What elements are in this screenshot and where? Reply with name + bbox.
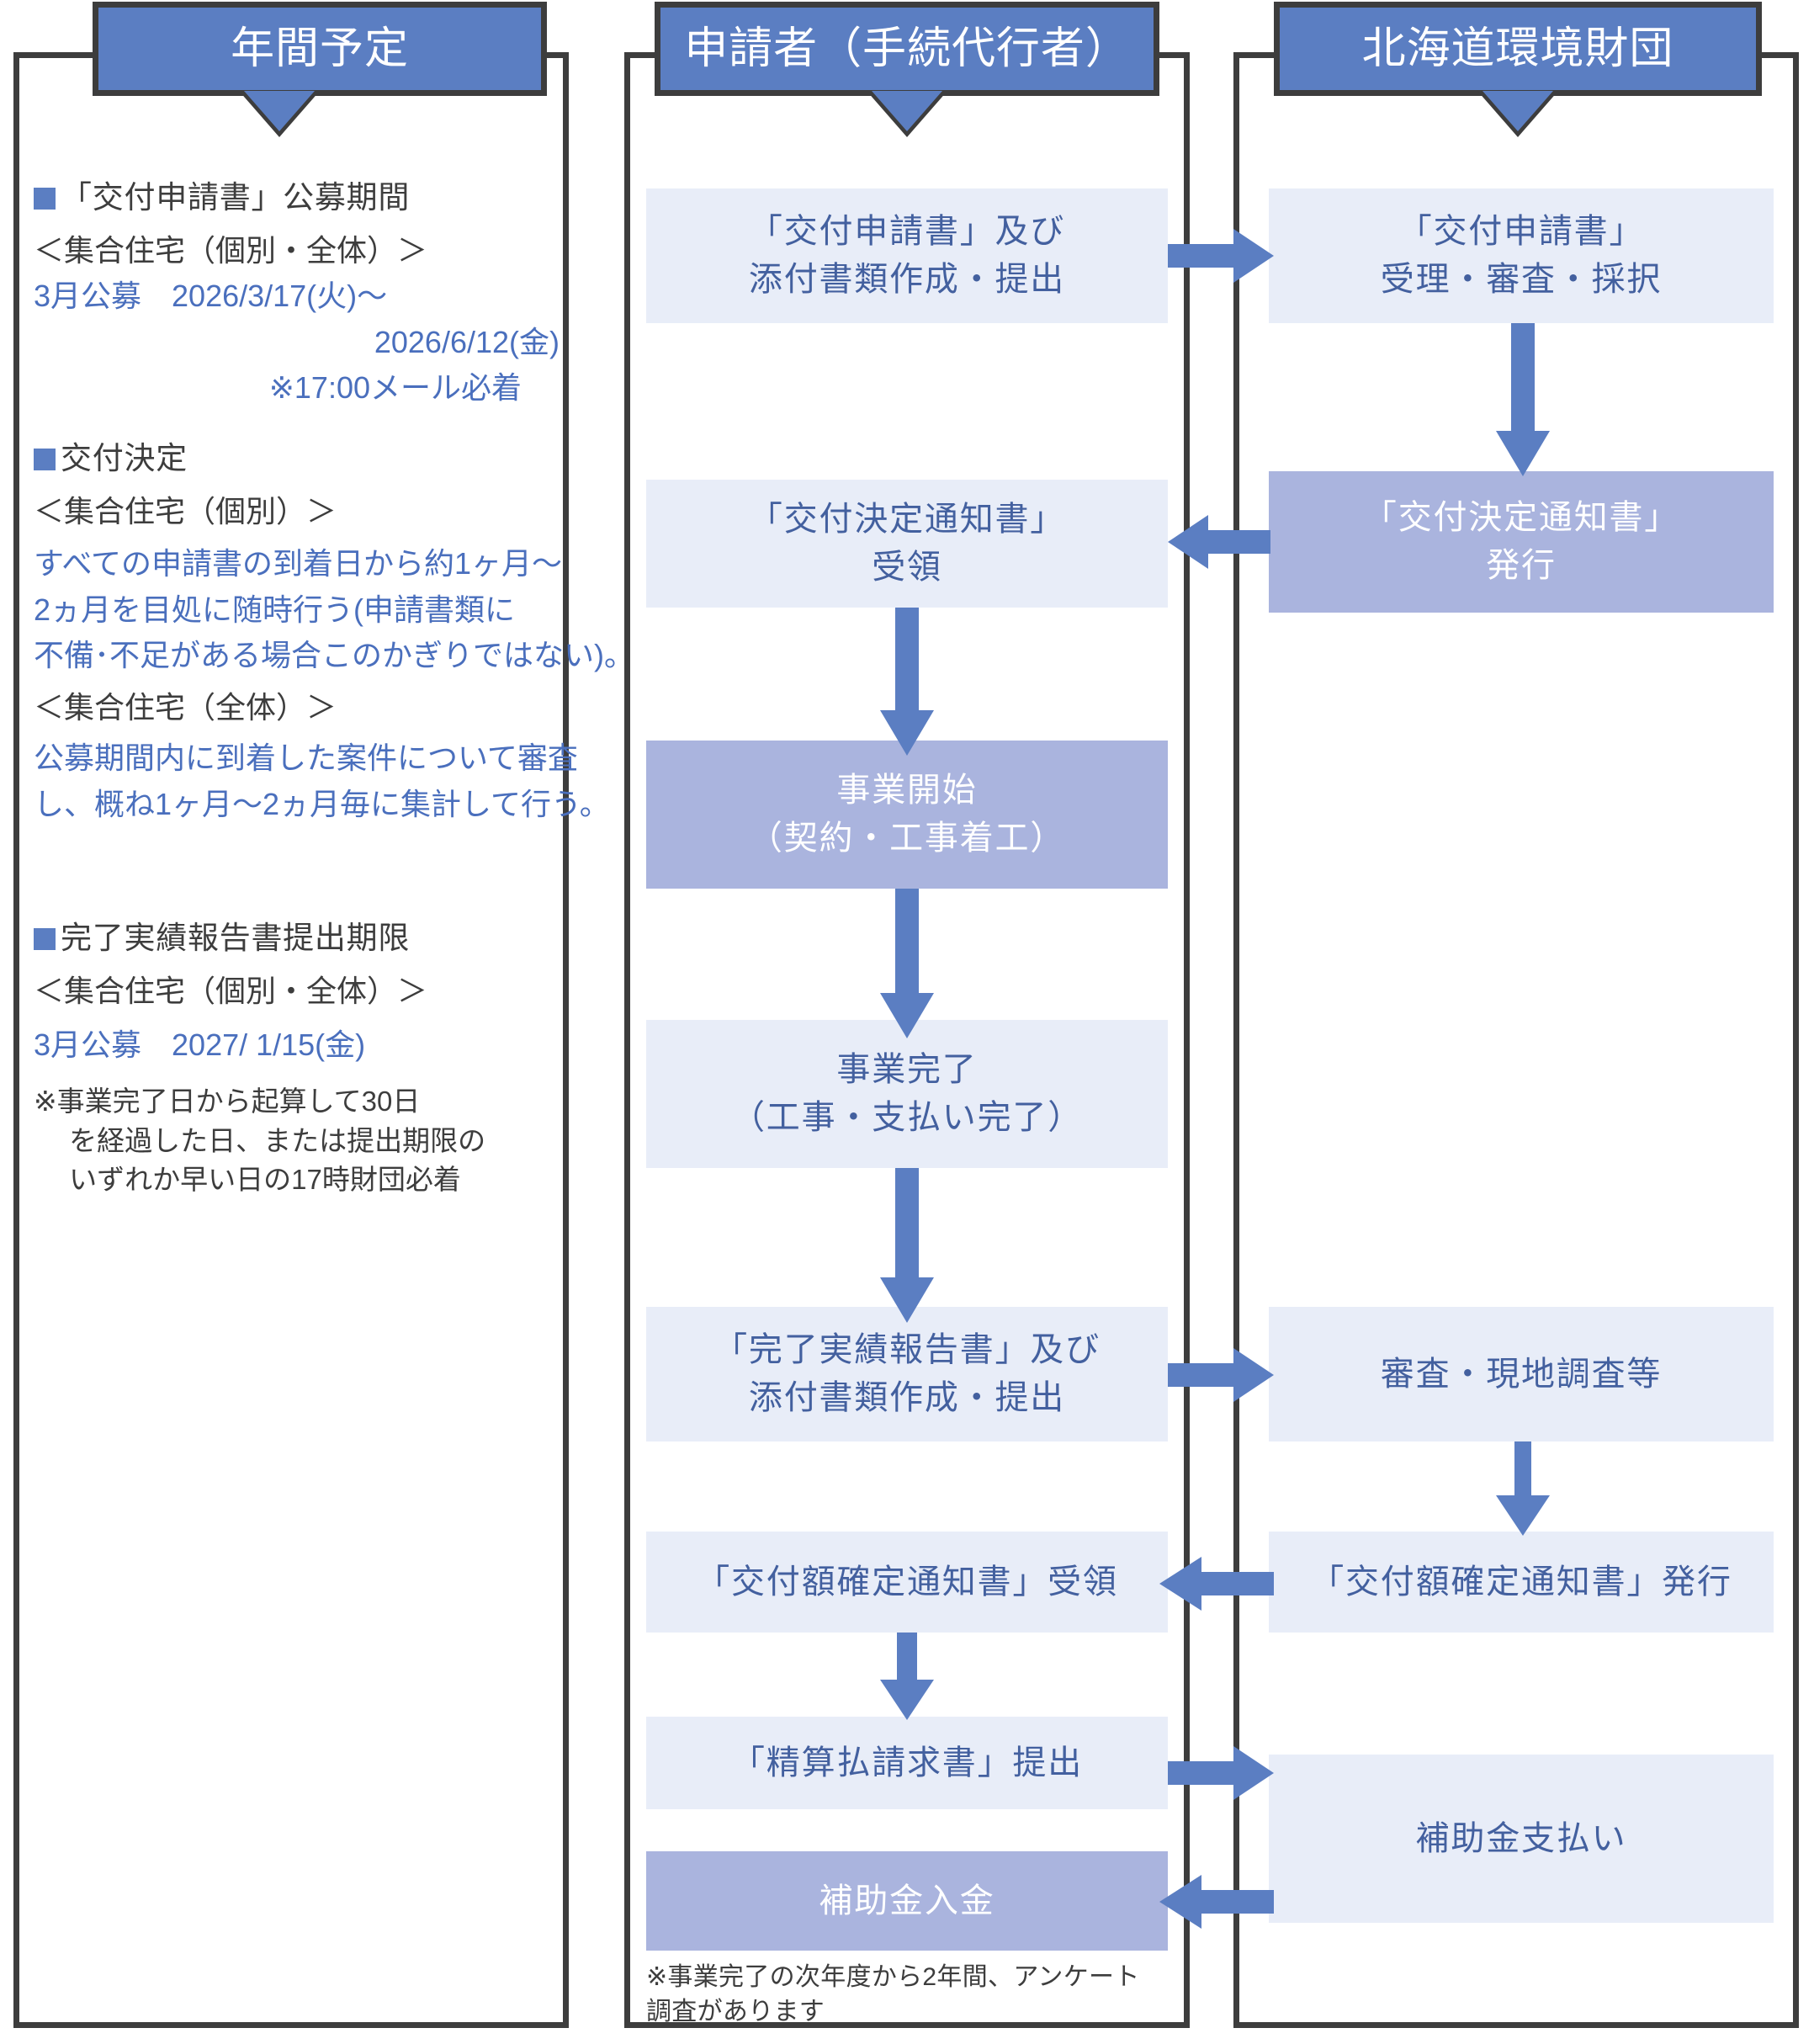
applicant-step-project-complete-label: 事業完了 （工事・支払い完了） bbox=[731, 1051, 1083, 1136]
bullet-square-icon bbox=[34, 449, 56, 470]
arrow-application-to-foundation bbox=[1168, 229, 1274, 283]
foundation-step-site-inspection[interactable]: 審査・現地調査等 bbox=[1269, 1307, 1774, 1441]
foundation-step-issue-decision[interactable]: 「交付決定通知書」 発行 bbox=[1269, 471, 1774, 613]
applicant-step-subsidy-received[interactable]: 補助金入金 bbox=[646, 1851, 1168, 1951]
schedule-section-3-heading: 完了実績報告書提出期限 bbox=[34, 917, 485, 959]
applicant-step-receive-amount-notice[interactable]: 「交付額確定通知書」受領 bbox=[646, 1532, 1168, 1633]
schedule-section-1-line-1: 3月公募 2026/3/17(火)～ bbox=[34, 279, 388, 314]
schedule-section-2-subheading: ＜集合住宅（個別）＞ bbox=[34, 493, 337, 528]
applicant-step-application-label: 「交付申請書」及び 添付書類作成・提出 bbox=[748, 213, 1066, 298]
applicant-step-receive-decision-label: 「交付決定通知書」 受領 bbox=[748, 501, 1066, 586]
applicant-step-receive-amount-notice-label: 「交付額確定通知書」受領 bbox=[696, 1563, 1118, 1601]
bullet-square-icon bbox=[34, 188, 56, 210]
schedule-section-1-subheading: ＜集合住宅（個別・全体）＞ bbox=[34, 232, 428, 268]
foundation-step-receive-review[interactable]: 「交付申請書」 受理・審査・採択 bbox=[1269, 188, 1774, 323]
schedule-section-2-heading: 交付決定 bbox=[34, 438, 634, 480]
schedule-section-2: 交付決定 ＜集合住宅（個別）＞ すべての申請書の到着日から約1ヶ月～ 2ヵ月を目… bbox=[34, 438, 634, 828]
applicant-step-completion-report-label: 「完了実績報告書」及び 添付書類作成・提出 bbox=[713, 1331, 1101, 1416]
column-header-schedule: 年間予定 bbox=[93, 2, 547, 96]
foundation-step-site-inspection-label: 審査・現地調査等 bbox=[1380, 1355, 1663, 1393]
foundation-step-issue-amount-notice[interactable]: 「交付額確定通知書」発行 bbox=[1269, 1532, 1774, 1633]
arrow-subsidy-payment-to-received bbox=[1159, 1875, 1274, 1929]
schedule-section-2-subheading-2: ＜集合住宅（全体）＞ bbox=[34, 690, 337, 725]
schedule-section-3-line-1: 3月公募 2027/ 1/15(金) bbox=[34, 1027, 366, 1063]
schedule-section-2-line-4: 公募期間内に到着した案件について審査 bbox=[34, 741, 578, 776]
applicant-step-payment-request[interactable]: 「精算払請求書」提出 bbox=[646, 1717, 1168, 1809]
schedule-notch bbox=[244, 91, 315, 131]
column-header-foundation: 北海道環境財団 bbox=[1274, 2, 1762, 96]
applicant-step-project-start[interactable]: 事業開始 （契約・工事着工） bbox=[646, 741, 1168, 889]
applicant-footnote: ※事業完了の次年度から2年間、アンケート 調査があります bbox=[646, 1963, 1140, 2025]
column-header-foundation-label: 北海道環境財団 bbox=[1361, 24, 1674, 73]
foundation-notch bbox=[1482, 91, 1553, 131]
schedule-section-2-line-3: 不備･不足がある場合このかぎりではない)。 bbox=[34, 638, 634, 673]
applicant-notch bbox=[872, 91, 942, 131]
applicant-step-subsidy-received-label: 補助金入金 bbox=[819, 1882, 995, 1919]
applicant-step-receive-decision[interactable]: 「交付決定通知書」 受領 bbox=[646, 480, 1168, 608]
schedule-section-2-line-5: し、概ね1ヶ月～2ヵ月毎に集計して行う。 bbox=[34, 787, 610, 822]
applicant-step-application[interactable]: 「交付申請書」及び 添付書類作成・提出 bbox=[646, 188, 1168, 323]
arrow-foundation-review-to-issue bbox=[1496, 323, 1550, 476]
arrow-amount-notice-to-payment-request bbox=[880, 1633, 934, 1720]
applicant-step-payment-request-label: 「精算払請求書」提出 bbox=[731, 1744, 1083, 1781]
schedule-section-1-line-2: 2026/6/12(金) bbox=[374, 324, 560, 359]
arrow-inspection-to-amount-notice bbox=[1496, 1441, 1550, 1536]
foundation-step-receive-review-label: 「交付申請書」 受理・審査・採択 bbox=[1380, 213, 1663, 298]
schedule-section-3-subheading: ＜集合住宅（個別・全体）＞ bbox=[34, 973, 428, 1008]
bullet-square-icon bbox=[34, 928, 56, 950]
foundation-step-subsidy-payment-label: 補助金支払い bbox=[1415, 1819, 1627, 1857]
arrow-decision-notice-to-applicant bbox=[1168, 515, 1270, 569]
foundation-step-subsidy-payment[interactable]: 補助金支払い bbox=[1269, 1755, 1774, 1923]
schedule-section-1-heading: 「交付申請書」公募期間 bbox=[34, 177, 560, 219]
arrow-payment-request-to-foundation bbox=[1168, 1746, 1274, 1800]
arrow-report-to-inspection bbox=[1168, 1348, 1274, 1402]
schedule-section-2-line-2: 2ヵ月を目処に随時行う(申請書類に bbox=[34, 592, 516, 627]
arrow-start-to-complete bbox=[880, 889, 934, 1038]
schedule-section-3: 完了実績報告書提出期限 ＜集合住宅（個別・全体）＞ 3月公募 2027/ 1/1… bbox=[34, 917, 485, 1200]
applicant-step-project-complete[interactable]: 事業完了 （工事・支払い完了） bbox=[646, 1020, 1168, 1168]
foundation-step-issue-amount-notice-label: 「交付額確定通知書」発行 bbox=[1310, 1563, 1732, 1601]
schedule-section-1: 「交付申請書」公募期間 ＜集合住宅（個別・全体）＞ 3月公募 2026/3/17… bbox=[34, 177, 560, 411]
schedule-section-2-line-1: すべての申請書の到着日から約1ヶ月～ bbox=[34, 546, 563, 581]
arrow-receive-decision-to-start bbox=[880, 608, 934, 756]
schedule-section-1-line-3: ※17:00メール必着 bbox=[268, 370, 522, 406]
column-header-schedule-label: 年間予定 bbox=[231, 24, 409, 73]
schedule-section-3-note: ※事業完了日から起算して30日 を経過した日、または提出期限の いずれか早い日の… bbox=[34, 1085, 486, 1196]
applicant-step-completion-report[interactable]: 「完了実績報告書」及び 添付書類作成・提出 bbox=[646, 1307, 1168, 1441]
arrow-complete-to-report bbox=[880, 1168, 934, 1323]
applicant-step-project-start-label: 事業開始 （契約・工事着工） bbox=[748, 772, 1066, 857]
column-header-applicant: 申請者（手続代行者） bbox=[655, 2, 1159, 96]
column-header-applicant-label: 申請者（手続代行者） bbox=[684, 24, 1130, 73]
arrow-amount-notice-to-applicant bbox=[1159, 1557, 1274, 1611]
foundation-step-issue-decision-label: 「交付決定通知書」 発行 bbox=[1362, 499, 1680, 584]
